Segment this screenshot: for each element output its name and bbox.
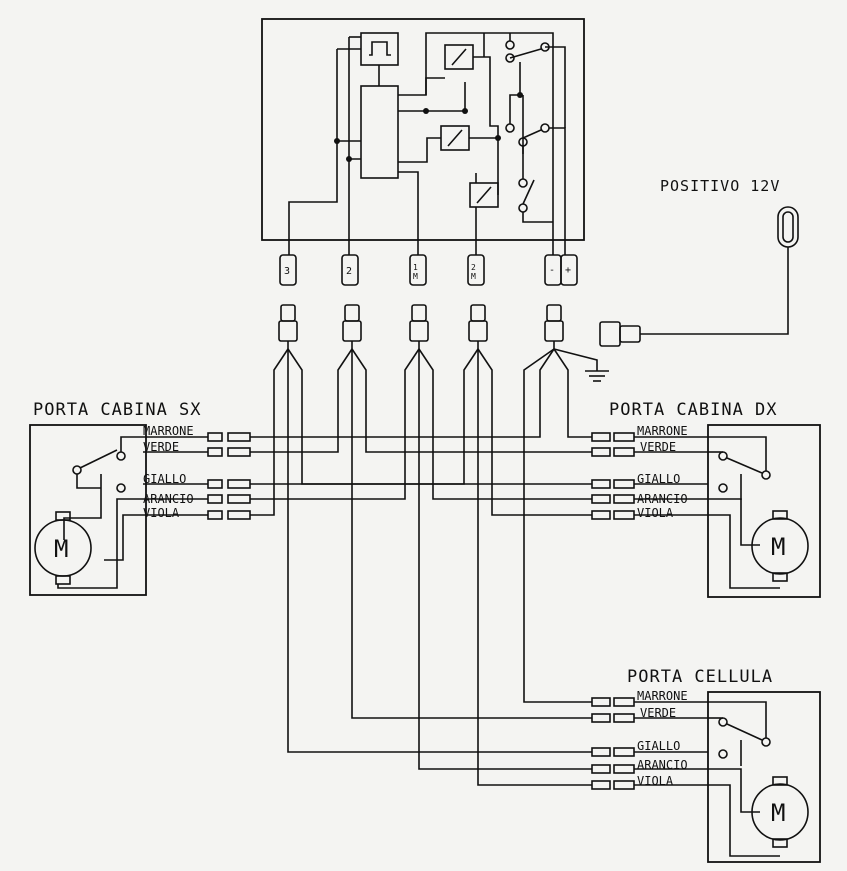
door-cabina-sx: PORTA CABINA SX MARRONE VERDE GIALLO ARA… [29, 400, 251, 596]
supply-label: POSITIVO 12V [660, 177, 780, 195]
wire-label-giallo: GIALLO [637, 472, 680, 486]
wire-label-viola: VIOLA [143, 506, 180, 520]
door-title: PORTA CABINA SX [33, 400, 202, 420]
ground-icon [553, 348, 609, 382]
pin-label-3: 3 [284, 266, 290, 277]
wire-label-viola: VIOLA [637, 774, 674, 788]
pin-label-2: 2 [346, 266, 352, 277]
wire-label-marrone: MARRONE [143, 424, 194, 438]
door-title: PORTA CELLULA [627, 667, 773, 687]
wire-label-viola: VIOLA [637, 506, 674, 520]
positive-supply: POSITIVO 12V [599, 177, 799, 347]
motor-label: M [54, 535, 68, 563]
motor-label: M [771, 799, 785, 827]
wire-label-marrone: MARRONE [637, 689, 688, 703]
wire-label-verde: VERDE [640, 440, 676, 454]
door-cellula: PORTA CELLULA MARRONE VERDE GIALLO ARANC… [591, 667, 821, 863]
door-title: PORTA CABINA DX [609, 400, 778, 420]
wire-label-arancio: ARANCIO [637, 758, 688, 772]
wire-label-giallo: GIALLO [143, 472, 186, 486]
control-unit [261, 18, 585, 255]
wire-label-giallo: GIALLO [637, 739, 680, 753]
pin-label-plus: + [565, 265, 571, 276]
wire-label-verde: VERDE [640, 706, 676, 720]
harness-wires [250, 348, 592, 786]
wire-label-verde: VERDE [143, 440, 179, 454]
door-cabina-dx: PORTA CABINA DX MARRONE VERDE GIALLO ARA… [591, 400, 821, 598]
motor-label: M [771, 533, 785, 561]
wire-label-marrone: MARRONE [637, 424, 688, 438]
pin-label-minus: - [549, 265, 555, 276]
harness-connectors [278, 304, 564, 349]
